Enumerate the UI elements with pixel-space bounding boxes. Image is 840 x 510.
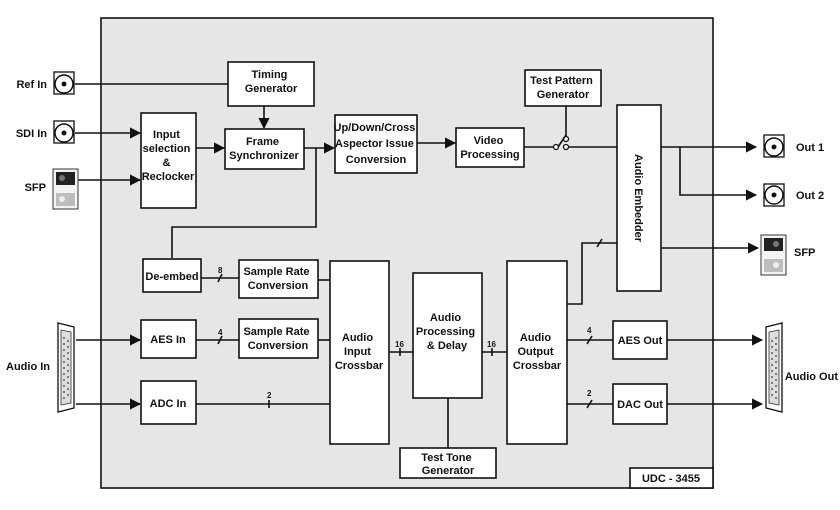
out1-bnc-icon <box>763 134 785 158</box>
audio-embedder-block <box>616 104 662 292</box>
sample-rate-conversion-1-block <box>238 259 319 299</box>
video-processing-label: Video Processing <box>460 135 519 161</box>
frame-synchronizer-label: Frame Synchronizer <box>229 136 299 162</box>
test-pattern-generator-label: Test Pattern Generator <box>530 75 596 101</box>
de-embed-block <box>142 258 202 293</box>
sample-rate-conversion-2-label: Sample Rate Conversion <box>243 326 312 352</box>
audio-out-label: Audio Out <box>785 371 838 383</box>
input-selection-label: Input selection & Reclocker <box>142 129 195 183</box>
signal-wires <box>75 83 764 448</box>
sfp-in-label: SFP <box>25 182 46 194</box>
sample-rate-conversion-1-label: Sample Rate Conversion <box>243 266 312 292</box>
audio-in-db25-icon <box>57 322 75 413</box>
audio-processing-label: Audio Processing & Delay <box>416 312 478 352</box>
bus-width-proc-out-crossbar: 16 <box>487 340 496 349</box>
timing-generator-block <box>227 61 315 107</box>
out2-label: Out 2 <box>796 190 824 202</box>
aes-out-block <box>612 320 668 360</box>
bus-width-adc-crossbar: 2 <box>267 391 272 400</box>
bus-width-crossbar-dac-out: 2 <box>587 389 592 398</box>
updown-conversion-label: Up/Down/Cross Aspector Issue Conversion <box>334 122 419 166</box>
audio-input-crossbar-label: Audio Input Crossbar <box>335 332 384 372</box>
dac-out-block <box>612 383 668 425</box>
sdi-in-label: SDI In <box>16 128 47 140</box>
test-pattern-generator-block <box>524 69 602 107</box>
video-processing-block <box>455 127 525 168</box>
bus-width-aes-src: 4 <box>218 328 223 337</box>
out2-bnc-icon <box>763 183 785 207</box>
test-tone-generator-block <box>399 447 497 479</box>
sample-rate-conversion-2-block <box>238 318 319 359</box>
frame-synchronizer-block <box>224 128 305 170</box>
sfp-in-icon <box>52 168 79 210</box>
adc-in-block <box>140 380 197 425</box>
aes-in-label: AES In <box>150 334 186 346</box>
audio-in-label: Audio In <box>6 361 50 373</box>
audio-processing-block <box>412 272 483 399</box>
sfp-out-icon <box>760 234 787 276</box>
audio-input-crossbar-block <box>329 260 390 445</box>
audio-output-crossbar-block <box>506 260 568 445</box>
adc-in-label: ADC In <box>150 398 187 410</box>
input-selection-block <box>140 112 197 209</box>
aes-out-label: AES Out <box>618 335 663 347</box>
bus-width-deembed-src: 8 <box>218 266 223 275</box>
aes-in-block <box>140 319 197 359</box>
sfp-out-label: SFP <box>794 247 815 259</box>
audio-embedder-label: Audio Embedder <box>632 154 644 243</box>
ref-in-label: Ref In <box>16 79 47 91</box>
updown-conversion-block <box>334 114 418 174</box>
model-badge: UDC - 3455 <box>642 473 700 485</box>
audio-out-db25-icon <box>765 322 783 413</box>
model-badge-box <box>629 467 714 489</box>
ref-in-bnc-icon <box>53 71 75 95</box>
bus-width-in-crossbar-proc: 16 <box>395 340 404 349</box>
unit-panel <box>100 17 714 489</box>
audio-output-crossbar-label: Audio Output Crossbar <box>513 332 562 372</box>
timing-generator-label: Timing Generator <box>245 69 298 95</box>
sdi-in-bnc-icon <box>53 120 75 144</box>
test-tone-generator-label: Test Tone Generator <box>421 452 475 477</box>
dac-out-label: DAC Out <box>617 399 663 411</box>
de-embed-label: De-embed <box>145 271 198 283</box>
bus-width-crossbar-aes-out: 4 <box>587 326 592 335</box>
out1-label: Out 1 <box>796 142 824 154</box>
